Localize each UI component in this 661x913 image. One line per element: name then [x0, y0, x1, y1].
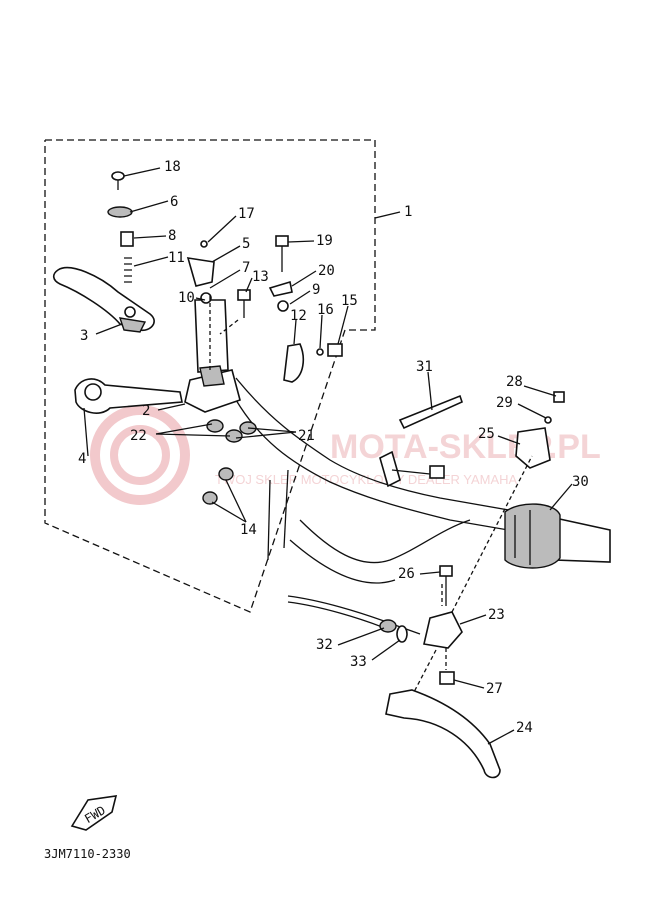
- clutch-lever: [52, 266, 155, 333]
- callout-21: 21: [298, 428, 315, 444]
- callout-18: 18: [164, 159, 181, 175]
- callout-33: 33: [350, 654, 367, 670]
- callout-1: 1: [404, 204, 412, 220]
- cable-tie: [398, 394, 463, 430]
- callout-9: 9: [312, 282, 320, 298]
- callout-13: 13: [252, 269, 269, 285]
- throttle-grip: [504, 503, 611, 569]
- brake-lever: [385, 689, 501, 779]
- switch-housing: [515, 391, 565, 469]
- callout-16: 16: [317, 302, 334, 318]
- callout-32: 32: [316, 637, 333, 653]
- callout-26: 26: [398, 566, 415, 582]
- assembly-boundary: [44, 139, 376, 613]
- callout-3: 3: [80, 328, 88, 344]
- wire-connector: [379, 450, 445, 488]
- banjo-fittings: [202, 419, 257, 505]
- callout-4: 4: [78, 451, 86, 467]
- lever-holder: [74, 378, 183, 414]
- callout-22: 22: [130, 428, 147, 444]
- watermark-brand: MOTA-SKLEP.PL: [330, 428, 601, 466]
- master-cylinder: [184, 257, 241, 413]
- brake-lever-bracket: [423, 565, 463, 685]
- callout-7: 7: [242, 260, 250, 276]
- handlebar: [235, 377, 521, 584]
- callout-11: 11: [168, 250, 185, 266]
- fwd-arrow-icon: FWD: [70, 795, 118, 831]
- callout-28: 28: [506, 374, 523, 390]
- callout-24: 24: [516, 720, 533, 736]
- callout-20: 20: [318, 263, 335, 279]
- callout-8: 8: [168, 228, 176, 244]
- callout-19: 19: [316, 233, 333, 249]
- callout-14: 14: [240, 522, 257, 538]
- watermark-tagline: TWOJ SKLEP MOTOCYKLOWY DEALER YAMAHA: [215, 472, 518, 487]
- throttle-cable: [287, 595, 421, 643]
- callout-6: 6: [170, 194, 178, 210]
- callout-31: 31: [416, 359, 433, 375]
- callout-5: 5: [242, 236, 250, 252]
- callout-27: 27: [486, 681, 503, 697]
- callout-2: 2: [142, 403, 150, 419]
- callout-23: 23: [488, 607, 505, 623]
- callout-15: 15: [341, 293, 358, 309]
- callout-25: 25: [478, 426, 495, 442]
- callout-12: 12: [290, 308, 307, 324]
- callout-10: 10: [178, 290, 195, 306]
- assembly-code: 3JM7110-2330: [44, 847, 131, 861]
- callout-29: 29: [496, 395, 513, 411]
- leader-lines: [83, 167, 573, 745]
- small-parts: [107, 171, 343, 383]
- callout-17: 17: [238, 206, 255, 222]
- callout-30: 30: [572, 474, 589, 490]
- callout-labels: 18 6 8 11 17 5 7 10 13 19 20 9 12 16 15 …: [78, 159, 589, 736]
